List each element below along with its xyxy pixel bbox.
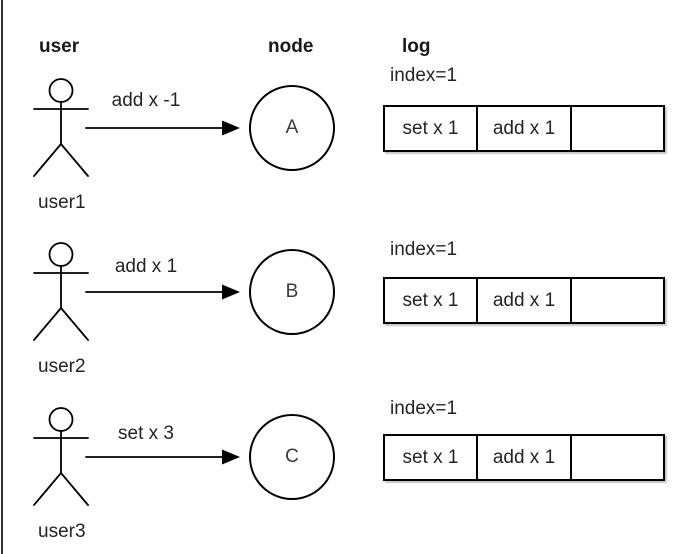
log-cell	[570, 107, 663, 150]
log-cell	[570, 436, 663, 479]
node-label: C	[285, 446, 299, 467]
stick-figure-icon	[33, 78, 89, 177]
log-table: set x 1 add x 1	[383, 434, 665, 481]
log-cell: add x 1	[476, 107, 570, 150]
node-circle: C	[249, 414, 335, 500]
arrow-icon	[85, 284, 240, 300]
user-name-label: user1	[38, 192, 86, 213]
log-index-label: index=1	[390, 398, 458, 419]
node-circle: B	[249, 249, 335, 335]
node-label: A	[285, 117, 299, 138]
log-cell: set x 1	[402, 117, 459, 139]
left-frame-line	[1, 0, 3, 554]
log-cell: set x 1	[402, 289, 459, 311]
column-header-node: node	[268, 36, 314, 57]
stick-figure-icon	[33, 242, 89, 341]
user-name-label: user3	[38, 521, 86, 542]
arrow-icon	[85, 449, 240, 465]
stick-figure-icon	[33, 407, 89, 506]
log-table: set x 1 add x 1	[383, 277, 665, 324]
message-label: set x 3	[118, 423, 174, 444]
log-cell: add x 1	[476, 279, 570, 322]
message-label: add x 1	[114, 256, 178, 277]
log-cell: set x 1	[402, 446, 459, 468]
user-name-label: user2	[38, 356, 86, 377]
node-circle: A	[249, 85, 335, 171]
log-table: set x 1 add x 1	[383, 105, 665, 152]
log-index-label: index=1	[390, 65, 458, 86]
message-label: add x -1	[111, 90, 181, 111]
log-cell: add x 1	[476, 436, 570, 479]
log-cell	[570, 279, 663, 322]
column-header-user: user	[39, 36, 80, 57]
column-header-log: log	[402, 36, 431, 57]
node-label: B	[285, 281, 299, 302]
arrow-icon	[85, 120, 240, 136]
log-index-label: index=1	[390, 239, 458, 260]
